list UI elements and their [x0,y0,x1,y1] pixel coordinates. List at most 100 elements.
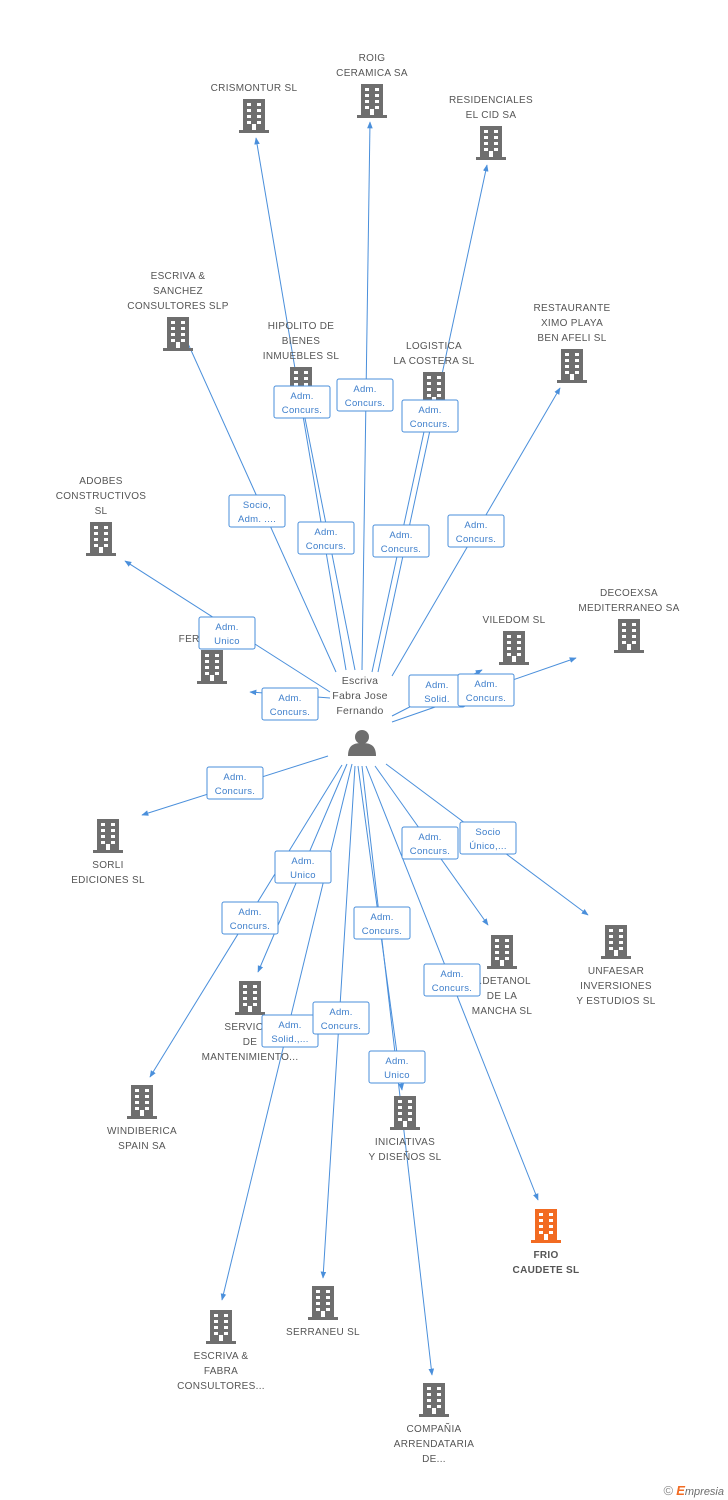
relation-label: Concurs. [215,786,255,797]
building-icon [499,631,529,665]
relation-badge-escriva-sanchez[interactable]: Socio,Adm. .... [228,494,286,528]
company-name: MANTENIMIENTO... [202,1052,299,1063]
company-name: CRISMONTUR SL [211,83,298,94]
company-node-serraneu[interactable]: SERRANEU SL [286,1286,360,1338]
company-name: SPAIN SA [118,1141,166,1152]
company-name: FABRA [204,1366,238,1377]
company-name: SERRANEU SL [286,1327,360,1338]
brand-initial: E [676,1483,685,1498]
relation-badge-serraneu[interactable]: Adm. Concurs. [312,1001,370,1035]
company-name: XIMO PLAYA [541,318,603,329]
relation-badge-hipolito[interactable]: Adm.Concurs. [297,521,355,555]
relation-label: Concurs. [321,1021,361,1032]
relation-label: Adm. [440,969,463,980]
relation-box [206,766,264,800]
brand-name: mpresia [684,1486,724,1498]
building-icon [163,317,193,351]
relation-label: Solid.,... [271,1034,308,1045]
company-name: MANCHA SL [472,1006,533,1017]
building-icon [308,1286,338,1320]
company-name: MEDITERRANEO SA [578,603,679,614]
relation-box [273,385,331,419]
relation-badge-decoexsa[interactable]: Adm.Concurs. [457,673,515,707]
relation-badge-sorli[interactable]: Adm. Concurs. [206,766,264,800]
relation-label: Adm. [329,1007,352,1018]
company-node-crismontur[interactable]: CRISMONTUR SL [211,83,298,133]
relation-badge-windiberica[interactable]: Adm. Concurs. [221,901,279,935]
relation-label: Concurs. [410,419,450,430]
relation-box [372,524,430,558]
relation-label: Concurs. [432,983,472,994]
relation-badge-compania[interactable]: Adm.Unico [368,1050,426,1084]
relation-label: Concurs. [306,541,346,552]
company-name: SANCHEZ [153,286,203,297]
relation-label: Adm. [370,912,393,923]
relation-badge-adobes[interactable]: Adm.Unico [198,616,256,650]
relation-badge-viledom[interactable]: Adm.Solid. [408,674,466,708]
company-name: ARRENDATARIA [394,1439,474,1450]
relation-badge-escriva-fabra[interactable]: Adm.Solid.,... [261,1014,319,1048]
brand-logo: Empresia [676,1483,724,1498]
relation-badge-roig[interactable]: Adm.Concurs. [336,378,394,412]
relation-badge-residenciales[interactable]: Adm.Concurs. [372,524,430,558]
center-name-line: Fernando [336,705,383,717]
building-icon [235,981,265,1015]
relation-label: Adm. [353,384,376,395]
relation-badge-restaurante[interactable]: Adm.Concurs. [447,514,505,548]
company-node-viledom[interactable]: VILEDOM SL [482,615,545,665]
relation-box [228,494,286,528]
relation-label: Concurs. [230,921,270,932]
company-node-servicios[interactable]: SERVICI... DE MANTENIMIENTO... [202,981,299,1063]
relation-label: Adm. [291,856,314,867]
relation-label: Adm. [474,679,497,690]
relation-badge-iniciativas[interactable]: Adm.Concurs. [353,906,411,940]
relation-badge-frio[interactable]: Adm. Concurs. [423,963,481,997]
person-icon [348,730,376,756]
company-name: LOGISTICA [406,341,462,352]
relation-box [401,399,459,433]
relation-badge-crismontur[interactable]: Adm.Concurs. [273,385,331,419]
company-name: DE [243,1037,258,1048]
relation-label: Adm. [223,772,246,783]
relation-badge-fergon[interactable]: Adm.Concurs. [261,687,319,721]
relation-badge-unfaesar[interactable]: SocioÚnico,... [459,821,517,855]
relation-label: Socio, [243,500,271,511]
company-name: BEN AFELI SL [537,333,606,344]
building-icon [197,650,227,684]
relation-label: Socio [475,827,500,838]
relation-box [447,514,505,548]
relations-layer: Adm. Concurs. Adm. Concurs. Adm. Concurs. Soci… [198,378,517,1084]
company-node-decoexsa[interactable]: DECOEXSA MEDITERRANEO SA [578,588,679,653]
building-icon [614,619,644,653]
building-icon [476,126,506,160]
company-name: DECOEXSA [600,588,658,599]
relation-label: Adm. [290,391,313,402]
relation-badge-logistica[interactable]: Adm.Concurs. [401,399,459,433]
relation-badge-detanol[interactable]: Adm.Concurs. [401,826,459,860]
company-name: SERVICI... [224,1022,275,1033]
company-node-compania[interactable]: COMPAÑIAARRENDATARIADE... [394,1383,474,1465]
company-name: DE... [422,1454,446,1465]
relation-label: Adm. [238,907,261,918]
relation-badge-servicios[interactable]: Adm.Unico [274,850,332,884]
relation-box [353,906,411,940]
company-node-escriva-fabra[interactable]: ESCRIVA &FABRACONSULTORES... [177,1310,265,1392]
relation-label: Adm. [418,832,441,843]
relation-label: Unico [214,636,240,647]
company-name: CONSULTORES SLP [127,301,228,312]
